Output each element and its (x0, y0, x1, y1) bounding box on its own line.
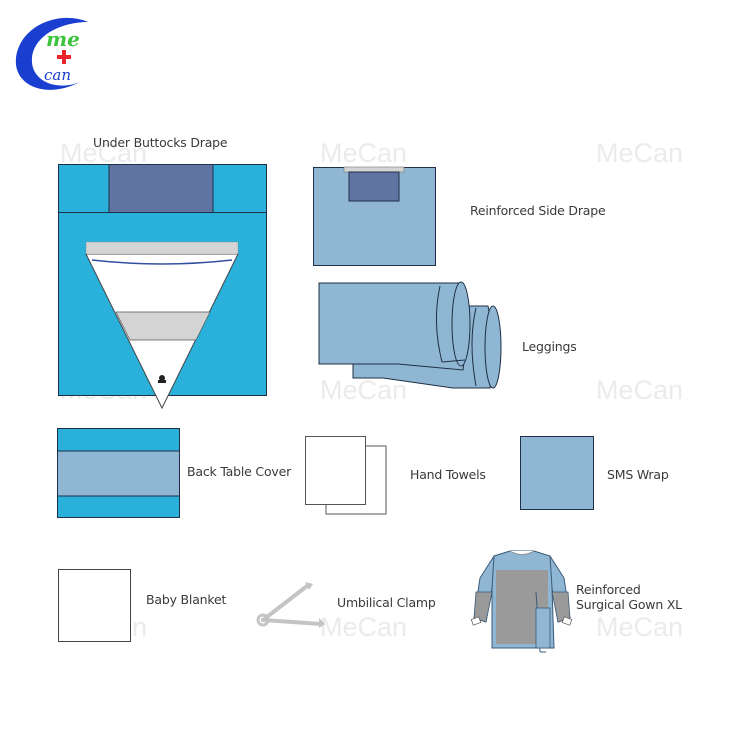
item-label: Under Buttocks Drape (93, 135, 228, 150)
svg-text:me: me (46, 27, 80, 51)
hand-towels-illustration (305, 436, 389, 518)
crescent-logo-icon: me can (15, 17, 88, 90)
under-buttocks-drape-illustration (58, 164, 268, 414)
watermark: MeCan (320, 138, 408, 168)
item-label: Back Table Cover (187, 464, 292, 479)
umbilical-clamp-illustration (255, 580, 330, 630)
surgical-gown-illustration (470, 548, 573, 654)
item-label: SMS Wrap (607, 467, 669, 482)
watermark: MeCan (320, 612, 408, 642)
reinforced-side-drape-illustration (313, 166, 437, 267)
back-table-cover-illustration (57, 428, 181, 520)
item-label: Baby Blanket (146, 592, 227, 607)
watermark: MeCan (596, 375, 684, 405)
item-label: Umbilical Clamp (337, 595, 436, 610)
sms-wrap-illustration (520, 436, 595, 511)
mecan-logo: me can (0, 0, 120, 110)
watermark: MeCan (320, 375, 408, 405)
item-label-line2: Surgical Gown XL (576, 597, 682, 612)
svg-text:can: can (44, 66, 71, 84)
item-label: Leggings (522, 339, 577, 354)
item-label-line1: Reinforced (576, 582, 641, 597)
baby-blanket-illustration (58, 569, 132, 643)
watermark: MeCan (596, 138, 684, 168)
leggings-illustration (318, 281, 518, 392)
watermark: MeCan (596, 612, 684, 642)
item-label: Hand Towels (410, 467, 486, 482)
watermark: MeCan (60, 138, 148, 168)
item-label: Reinforced Side Drape (470, 203, 606, 218)
